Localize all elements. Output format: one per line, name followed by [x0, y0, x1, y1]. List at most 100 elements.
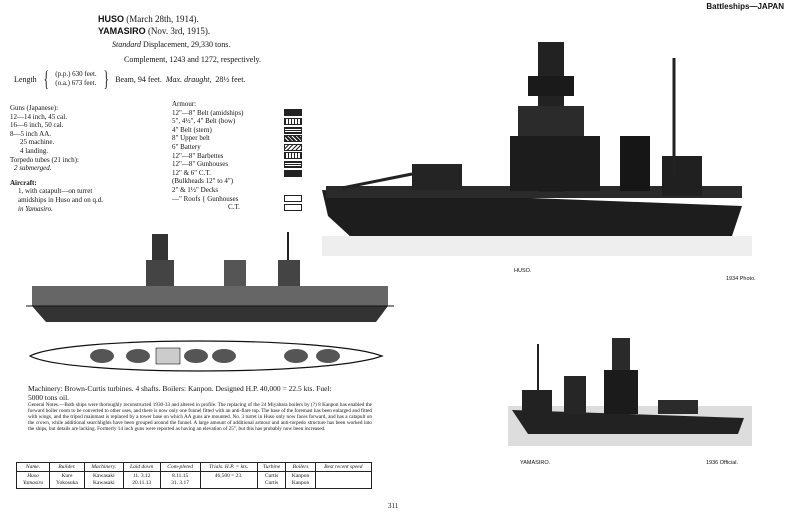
- length-values: (p.p.) 630 feet. (o.a.) 673 feet.: [55, 70, 96, 88]
- col-header: Boilers: [285, 462, 316, 472]
- draught-value: 28½ feet.: [215, 74, 246, 84]
- yamasiro-caption: YAMASIRO.: [520, 460, 551, 466]
- length-oa: (o.a.) 673 feet.: [55, 79, 97, 87]
- aircraft-line: 1, with catapult—on turret: [18, 187, 93, 196]
- gun-line: 4 landing.: [20, 146, 48, 155]
- yamasiro-photo: [508, 338, 752, 446]
- table-cell-text: Kanpon: [291, 480, 310, 486]
- armour-row: 6" Battery: [172, 143, 302, 152]
- guns-heading: Guns (Japanese):: [10, 104, 59, 112]
- brace-open: {: [43, 66, 49, 91]
- armour-swatch: [284, 126, 302, 134]
- armour-row: 12"—8" Belt (amidships): [172, 109, 302, 118]
- armour-label: 12"—8" Barbettes: [172, 151, 224, 160]
- armour-row: —" Roofs { Gunhouses: [172, 195, 302, 204]
- table-header-row: Name. Builder. Machinery. Laid down Com-…: [15, 462, 373, 472]
- ship1-date: (March 28th, 1914).: [126, 14, 199, 24]
- brace-close: }: [103, 66, 109, 91]
- armour-row: 5", 4½", 4" Belt (bow): [172, 117, 302, 126]
- table-cell-text: Yamasiro: [22, 480, 44, 486]
- table-cell-text: 20.11.13: [132, 480, 152, 486]
- armour-label: 2" & 1½" Decks: [172, 185, 219, 194]
- col-header: Machinery.: [83, 462, 124, 472]
- armour-swatch: [284, 152, 302, 160]
- armour-row: 12"—8" Gunhouses: [172, 160, 302, 169]
- armour-label: C.T.: [228, 203, 240, 212]
- aircraft-heading: Aircraft:: [10, 178, 37, 187]
- armour-row: 2" & 1½" Decks: [172, 186, 302, 195]
- armour-heading: Armour:: [172, 100, 197, 108]
- armour-swatch: [284, 203, 302, 211]
- table-cell: [314, 471, 373, 489]
- profile-drawing: [26, 232, 394, 322]
- table-cell-text: Curtis: [264, 473, 279, 479]
- length-label: Length: [14, 74, 37, 84]
- table-cell-text: Curtis: [264, 480, 279, 486]
- beam: Beam, 94 feet.: [115, 74, 162, 84]
- armament-list: Guns (Japanese): 12—14 inch, 45 cal. 16—…: [10, 104, 120, 213]
- armour-row: C.T.: [172, 203, 302, 212]
- table-cell-text: Yokosuka: [56, 480, 78, 486]
- col-header: Best recent speed: [314, 462, 373, 472]
- armour-swatch: [284, 143, 302, 151]
- armour-row: 4" Belt (stern): [172, 126, 302, 135]
- armour-label: 12"—8" Gunhouses: [172, 160, 229, 169]
- col-header: Trials. H.P. = kts.: [199, 462, 258, 472]
- armour-label: 12" & 6" C.T.: [172, 168, 211, 177]
- gun-line: 16—6 inch, 50 cal.: [10, 121, 64, 130]
- specification-table: Name. Builder. Machinery. Laid down Com-…: [15, 462, 373, 489]
- draught-label: Max. draught,: [165, 74, 212, 84]
- col-header: Laid down: [122, 462, 161, 472]
- armour-swatch: [284, 160, 302, 168]
- displacement: Standard Displacement, 29,330 tons.: [112, 40, 230, 49]
- huso-photo: [322, 42, 752, 256]
- aircraft-line: amidships in Huso and on q.d.: [18, 195, 103, 204]
- machinery-text: Machinery: Brown-Curtis turbines. 4 shaf…: [28, 384, 332, 402]
- displacement-text: Displacement, 29,330 tons.: [143, 40, 231, 49]
- armour-label: 5", 4½", 4" Belt (bow): [172, 117, 236, 126]
- armour-row: (Bulkheads 12" to 4"): [172, 177, 302, 186]
- table-cell-text: 8.11.15: [171, 473, 189, 479]
- armour-label: (Bulkheads 12" to 4"): [172, 177, 234, 186]
- ship2-name: YAMASIRO: [98, 26, 146, 36]
- torpedo-heading: Torpedo tubes (21 inch):: [10, 155, 79, 164]
- gun-line: 8—5 inch AA.: [10, 129, 52, 138]
- table-cell-text: Kawasaki: [92, 480, 115, 486]
- gun-line: 12—14 inch, 45 cal.: [10, 112, 67, 121]
- table-cell-text: 46,500 = 23.: [214, 473, 243, 479]
- ship1-name: HUSO: [98, 14, 125, 24]
- table-cell-text: 11. 3.12: [132, 473, 151, 479]
- armour-swatch: [284, 117, 302, 125]
- armour-row: 8" Upper belt: [172, 134, 302, 143]
- armour-swatch: [284, 109, 302, 117]
- aircraft-line: in Yamasiro.: [18, 204, 53, 213]
- table-cell: 46,500 = 23.: [199, 471, 258, 489]
- armour-label: 4" Belt (stern): [172, 125, 212, 134]
- armour-label: 12"—8" Belt (amidships): [172, 108, 244, 117]
- armour-label: —" Roofs { Gunhouses: [172, 194, 239, 203]
- ship2-date: (Nov. 3rd, 1915).: [147, 26, 211, 36]
- displacement-label: Standard: [112, 40, 142, 49]
- armour-swatch: [284, 135, 302, 143]
- table-cell-text: Kawasaki: [92, 473, 115, 479]
- huso-credit: 1934 Photo.: [726, 276, 756, 282]
- table-cell-text: 31. 3.17: [171, 480, 190, 486]
- armour-swatch: [284, 195, 302, 203]
- col-header: Turbine: [256, 462, 287, 472]
- length-pp: (p.p.) 630 feet.: [55, 70, 97, 78]
- plan-drawing: [28, 340, 384, 372]
- torpedo-line: 2 submerged.: [14, 164, 52, 173]
- armour-row: 12" & 6" C.T.: [172, 169, 302, 178]
- col-header: Name.: [15, 462, 51, 472]
- complement: Complement, 1243 and 1272, respectively.: [124, 55, 262, 64]
- col-header: Builder.: [49, 462, 85, 472]
- armour-label: 8" Upper belt: [172, 134, 210, 143]
- armour-row: 12"—8" Barbettes: [172, 152, 302, 161]
